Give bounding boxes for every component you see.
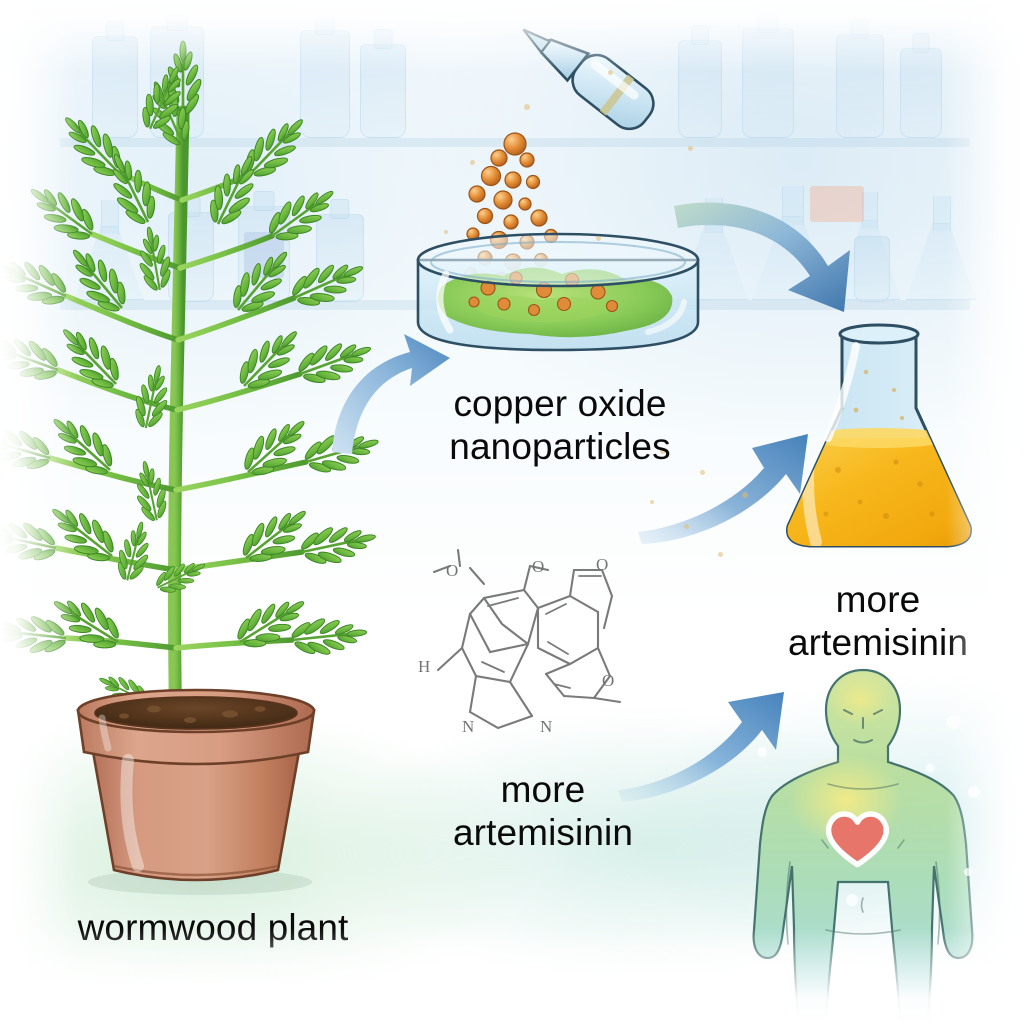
human-body-silhouette	[718, 662, 1008, 1024]
arrow-petri-to-flask	[672, 190, 872, 320]
terracotta-pot	[62, 688, 330, 895]
label-more-artemisinin-center: more artemisinin	[453, 769, 633, 854]
atom-label-O2: O	[532, 557, 544, 576]
atom-label-O1: O	[446, 561, 458, 580]
atom-label-N1: N	[462, 717, 474, 736]
atom-label-N3: N	[540, 717, 552, 736]
petri-dish	[412, 230, 704, 358]
label-more-artemisinin-right: more artemisinin	[788, 579, 968, 664]
label-copper-oxide-nanoparticles: copper oxide nanoparticles	[449, 383, 671, 468]
label-wormwood-plant: wormwood plant	[77, 907, 349, 948]
wormwood-plant	[0, 39, 385, 770]
atom-label-N2: O	[602, 671, 614, 690]
atom-label-O3: O	[596, 555, 608, 574]
atom-label-H: H	[418, 657, 430, 676]
